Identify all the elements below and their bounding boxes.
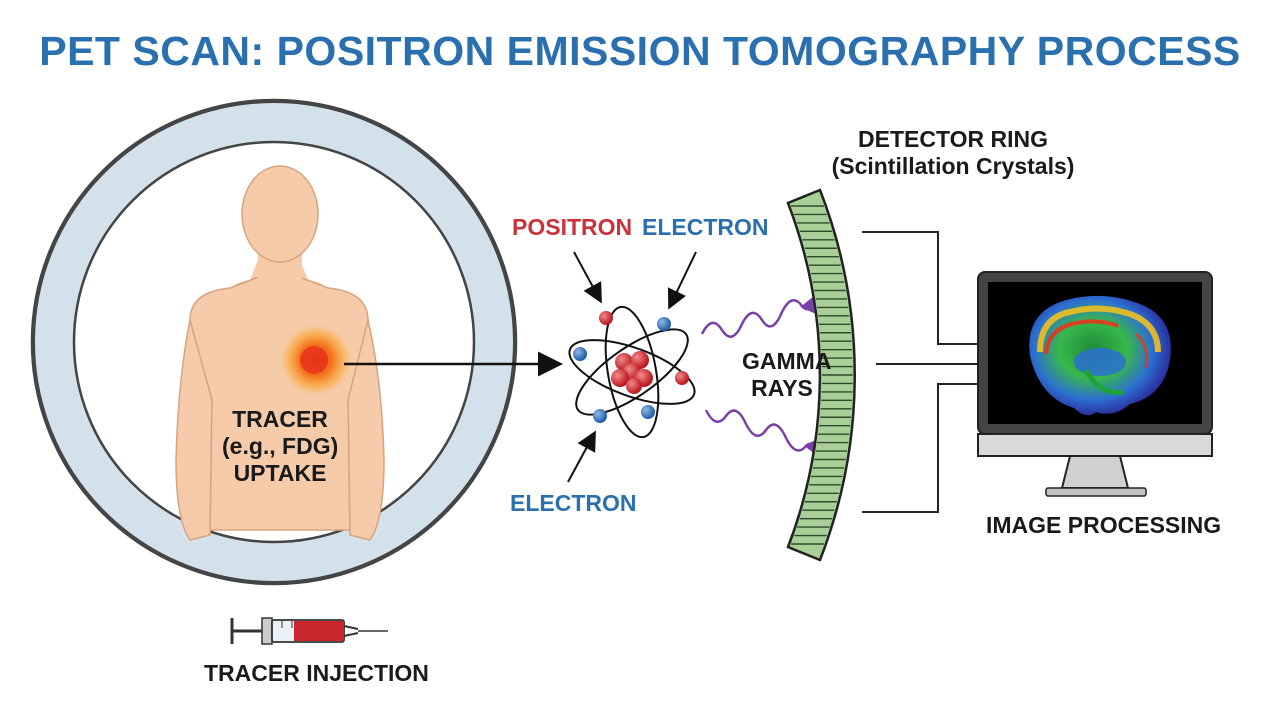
gamma-rays-line2: RAYS: [751, 375, 813, 401]
human-body-icon: [175, 165, 385, 541]
page-title: PET SCAN: POSITRON EMISSION TOMOGRAPHY P…: [39, 28, 1241, 74]
tracer-uptake-line2: (e.g., FDG): [222, 433, 339, 459]
detector-arc-icon: [786, 188, 856, 562]
detector-wires: [862, 231, 978, 513]
gamma-rays-line1: GAMMA: [742, 348, 832, 374]
positron-label: POSITRON: [512, 214, 633, 240]
gamma-rays-label: GAMMA RAYS: [742, 348, 832, 402]
detector-ring-line2: (Scintillation Crystals): [831, 153, 1075, 179]
tracer-uptake-line1: TRACER: [232, 406, 328, 432]
tracer-uptake-label: TRACER (e.g., FDG) UPTAKE: [222, 406, 338, 487]
detector-ring-line1: DETECTOR RING: [858, 126, 1048, 152]
brain-scan-icon: [1029, 295, 1171, 416]
electron-label-top: ELECTRON: [642, 214, 769, 240]
tracer-injection-label: TRACER INJECTION: [204, 660, 429, 686]
electron-label-bottom: ELECTRON: [510, 490, 637, 516]
tracer-uptake-line3: UPTAKE: [233, 460, 327, 486]
image-processing-label: IMAGE PROCESSING: [986, 512, 1222, 538]
gamma-wave-icon: [704, 409, 827, 463]
syringe-icon: [230, 617, 388, 645]
positron-pointer: [573, 251, 602, 304]
electron-pointer-top: [667, 251, 697, 310]
atom-icon: [568, 305, 696, 439]
gamma-wave-icon: [700, 289, 824, 338]
electron-pointer-bottom: [567, 430, 596, 483]
detector-ring-label: DETECTOR RING (Scintillation Crystals): [820, 126, 1086, 180]
